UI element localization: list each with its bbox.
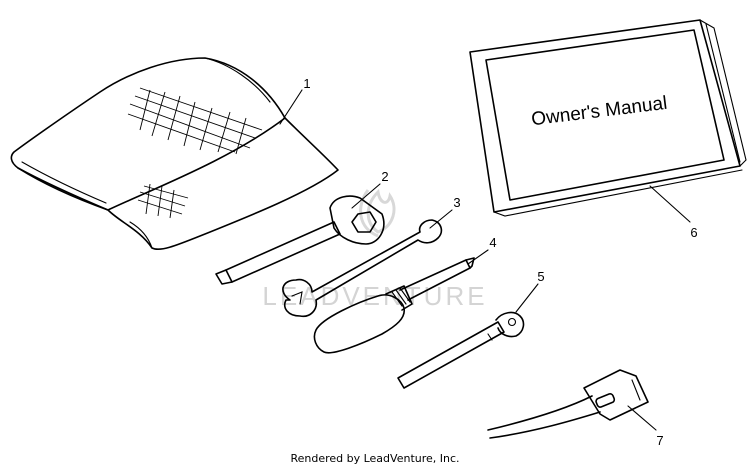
leader-5 [515,283,539,313]
callout-2: 2 [381,169,388,184]
leader-6 [649,185,691,223]
leader-2 [351,183,381,209]
fuse-puller [487,369,649,439]
owners-manual: Owner's Manual [469,19,747,217]
spark-plug-wrench [215,195,385,285]
footer-credit: Rendered by LeadVenture, Inc. [290,452,460,465]
leader-3 [429,209,453,229]
callout-1: 1 [303,76,310,91]
pouch-patch-upper [127,87,263,155]
open-end-wrench [282,219,443,318]
leader-4 [467,249,489,265]
tool-pouch [10,57,339,251]
callout-3: 3 [453,195,460,210]
watermark-text: LEADVENTURE [262,281,487,311]
callout-4: 4 [489,235,496,250]
leader-7 [627,405,657,431]
callouts: 1 2 3 4 5 6 7 [303,76,697,448]
watermark: LEADVENTURE [262,188,487,311]
screwdriver-handle-bar [397,311,525,389]
callout-5: 5 [537,269,544,284]
callout-6: 6 [690,225,697,240]
leader-lines [279,89,691,431]
leader-1 [279,89,303,125]
callout-7: 7 [656,433,663,448]
pouch-patch-lower [137,183,189,219]
manual-cover-title: Owner's Manual [530,93,668,131]
